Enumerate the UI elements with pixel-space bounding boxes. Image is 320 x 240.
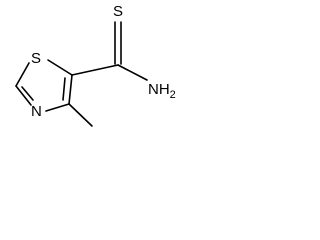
- bond-s1-c2: [15, 62, 30, 87]
- structure-diagram: S N S NH2: [0, 0, 188, 162]
- amine-subscript: 2: [170, 89, 176, 101]
- bond-c5-s1: [47, 59, 73, 76]
- bond-c4-methyl: [68, 103, 93, 127]
- ring-sulfur-label: S: [31, 50, 41, 67]
- bond-c-n-amine: [117, 64, 148, 81]
- bond-c2-n3-inner: [21, 86, 34, 101]
- bond-c4-c5-inner: [62, 77, 66, 101]
- bond-c2-n3: [15, 85, 32, 106]
- bond-c4-c5: [68, 74, 73, 105]
- amine-label: NH2: [148, 81, 176, 101]
- bond-c5-thiocarbonyl: [71, 64, 119, 76]
- amine-nh: NH: [148, 81, 170, 98]
- molecule-svg: S N S NH2: [15, 3, 176, 127]
- bond-n3-c4: [45, 103, 70, 112]
- ring-nitrogen-label: N: [31, 103, 42, 120]
- thioamide-sulfur-label: S: [113, 3, 123, 20]
